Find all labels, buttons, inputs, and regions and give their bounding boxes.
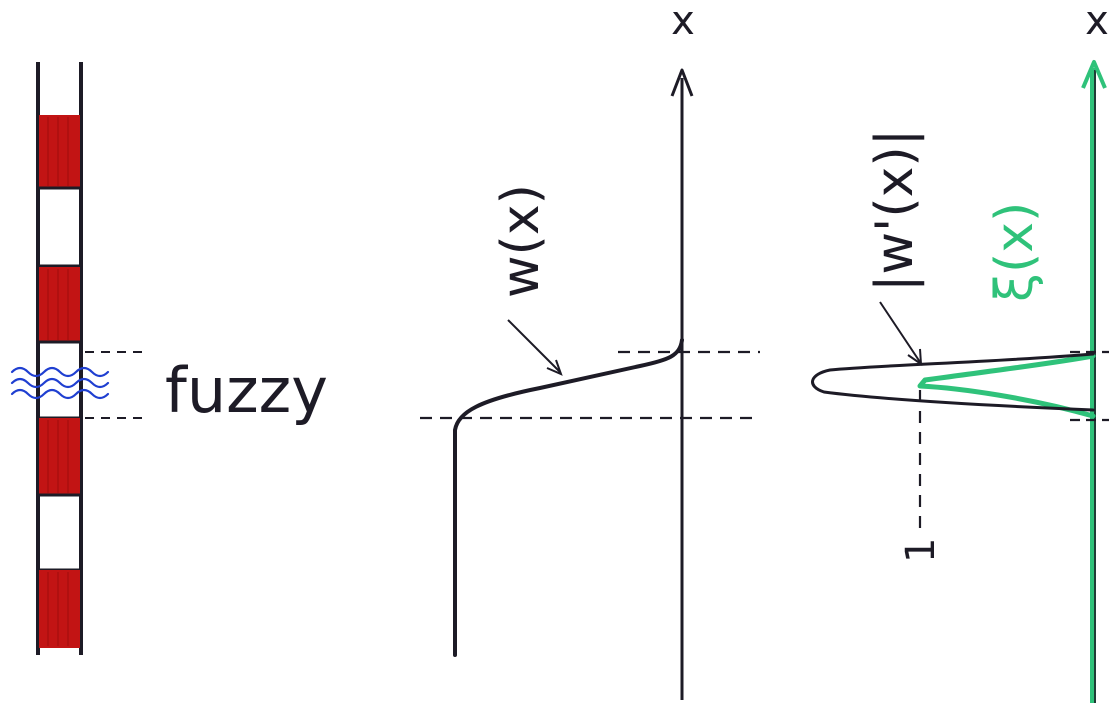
red-band-texture (47, 117, 69, 646)
red-band (39, 267, 80, 342)
right-plot: x 1 |w'(x)| ξ(x) (811, 0, 1109, 703)
middle-x-axis-label: x (671, 0, 695, 44)
right-x-axis-arrowhead (1081, 60, 1107, 89)
fuzzy-wave-icon (10, 366, 110, 400)
w-prime-curve-label: |w'(x)| (865, 129, 925, 292)
red-band (39, 418, 80, 495)
w-prime-curve (811, 352, 1095, 412)
tick-label-one: 1 (898, 538, 944, 563)
middle-plot: x w(x) (420, 0, 760, 700)
red-band (39, 570, 80, 648)
xi-curve-label: ξ(x) (985, 202, 1045, 302)
middle-x-axis-arrowhead (670, 68, 694, 97)
xi-curve (917, 353, 1096, 419)
w-prime-pointer-arrow (879, 301, 921, 363)
striped-strip: fuzzy (10, 62, 328, 655)
w-curve-pointer-arrowhead (546, 359, 563, 376)
right-x-axis-label: x (1085, 0, 1109, 44)
w-curve-label: w(x) (491, 184, 551, 298)
w-prime-pointer-arrowhead (907, 348, 923, 367)
w-curve (453, 338, 684, 657)
fuzzy-label: fuzzy (165, 354, 328, 427)
w-curve-pointer-arrow (507, 319, 561, 373)
red-band (39, 115, 80, 188)
